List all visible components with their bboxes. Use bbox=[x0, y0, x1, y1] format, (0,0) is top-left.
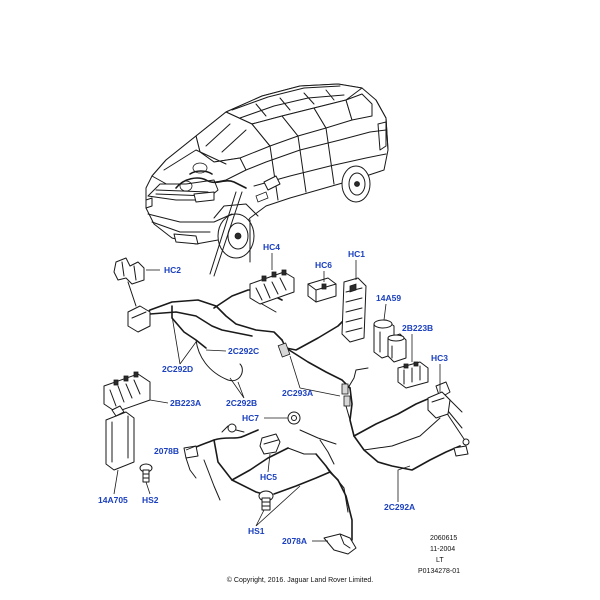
label-2b223a: 2B223A bbox=[170, 398, 201, 408]
label-2c292c: 2C292C bbox=[228, 346, 259, 356]
hc7-grommet bbox=[287, 411, 301, 425]
label-hc1: HC1 bbox=[348, 249, 365, 259]
label-14a59: 14A59 bbox=[376, 293, 401, 303]
14a705-bracket bbox=[105, 405, 135, 471]
label-hc3: HC3 bbox=[431, 353, 448, 363]
hc1-connector-block bbox=[341, 277, 367, 343]
callout-labels: HC2 HC4 HC6 HC1 14A59 2B223B HC3 2C292C … bbox=[98, 242, 448, 546]
copyright-notice: © Copyright, 2016. Jaguar Land Rover Lim… bbox=[227, 576, 373, 584]
drawing-reference: P0134278-01 bbox=[418, 568, 460, 575]
label-2078b: 2078B bbox=[154, 446, 179, 456]
label-hs1: HS1 bbox=[248, 526, 265, 536]
label-14a705: 14A705 bbox=[98, 495, 128, 505]
label-hc5: HC5 bbox=[260, 472, 277, 482]
hc5-clip bbox=[259, 433, 281, 455]
label-hc7: HC7 bbox=[242, 413, 259, 423]
label-hc4: HC4 bbox=[263, 242, 280, 252]
label-2c292d: 2C292D bbox=[162, 364, 193, 374]
hc6-connector bbox=[307, 277, 337, 303]
leader-lines bbox=[113, 253, 441, 542]
label-2c292a: 2C292A bbox=[384, 502, 415, 512]
2b223b-connector bbox=[397, 361, 429, 389]
label-2b223b: 2B223B bbox=[402, 323, 433, 333]
label-hc6: HC6 bbox=[315, 260, 332, 270]
label-hc2: HC2 bbox=[164, 265, 181, 275]
2b223a-connector-block bbox=[103, 371, 151, 413]
hs1-bolt bbox=[258, 490, 274, 511]
14a59-connector bbox=[373, 319, 407, 363]
hc4-connector-block bbox=[249, 269, 295, 305]
hc2-clip bbox=[113, 257, 151, 333]
drawing-initials: LT bbox=[436, 557, 444, 564]
hs2-bolt bbox=[139, 463, 153, 483]
label-2078a: 2078A bbox=[282, 536, 307, 546]
label-hs2: HS2 bbox=[142, 495, 159, 505]
drawing-date: 11-2004 bbox=[430, 546, 455, 553]
label-2c293a: 2C293A bbox=[282, 388, 313, 398]
drawing-metadata: 2060615 11-2004 LT P0134278-01 bbox=[418, 535, 460, 575]
vehicle-illustration bbox=[145, 83, 389, 277]
hc3-clip bbox=[427, 391, 451, 419]
drawing-code: 2060615 bbox=[430, 535, 457, 542]
label-2c292b: 2C292B bbox=[226, 398, 257, 408]
